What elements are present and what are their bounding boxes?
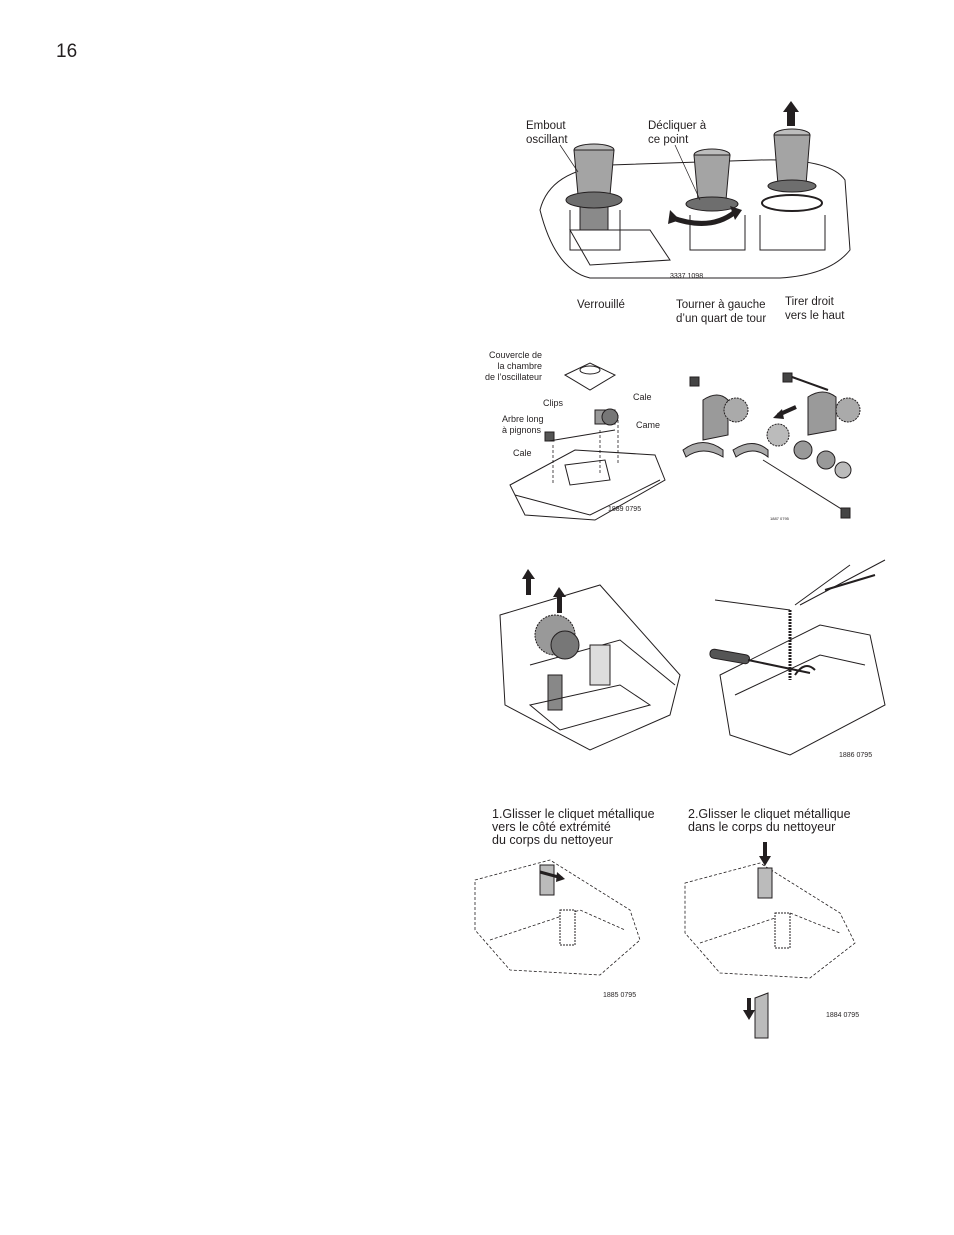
figure-code: 1886 0795 (839, 752, 873, 759)
oscillator-cover-label: Couvercle de la chambre de l’oscillateur (484, 350, 542, 382)
swivel-illustration (539, 101, 851, 279)
figure-code-left: 1885 0795 (603, 992, 637, 999)
pawl-step2-illustration (684, 842, 856, 1039)
step2-text: 2.Glisser le cliquet métallique dans le … (688, 807, 851, 834)
gear-removal-illustration (499, 569, 681, 751)
pinion-shaft-label: Arbre long à pignons (502, 414, 544, 435)
figure-code-right: 1884 0795 (826, 1012, 860, 1019)
gear-assembly-illustration (682, 372, 861, 519)
caption-locked: Verrouillé (577, 299, 625, 311)
caption-pull: Tirer droit vers le haut (785, 296, 845, 322)
step1-text: 1.Glisser le cliquet métallique vers le … (492, 807, 655, 847)
caption-turn: Tourner à gauche d’un quart de tour (676, 299, 767, 325)
unclick-label: Décliquer à ce point (648, 120, 707, 146)
shim-left-label: Cale (513, 448, 532, 458)
page-number: 16 (56, 41, 78, 62)
shim-right-label: Cale (633, 392, 652, 402)
figure-code-right: 1887 0795 (770, 516, 789, 521)
clips-label: Clips (543, 398, 564, 408)
cam-label: Came (636, 420, 661, 430)
pawl-step1-illustration (474, 859, 641, 976)
figure-code-left: 1889 0795 (608, 506, 642, 513)
spring-removal-illustration (709, 559, 886, 756)
figure-code: 3337 1098 (670, 273, 704, 280)
swivel-label: Embout oscillant (526, 120, 568, 146)
oscillator-exploded-view (509, 362, 666, 521)
